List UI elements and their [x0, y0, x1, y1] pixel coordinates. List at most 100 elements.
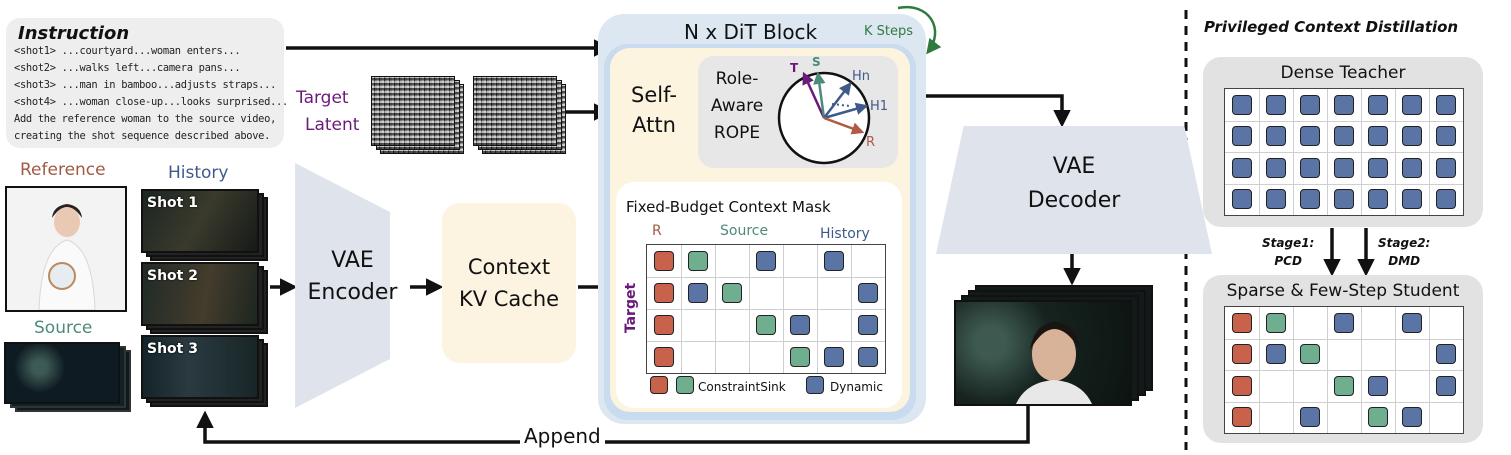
- instruction-line: <shot1> ...courtyard...woman enters...: [14, 45, 241, 57]
- grid-line: [647, 277, 885, 278]
- dynamic-cell: [688, 283, 708, 303]
- vae-encoder-shape: [295, 163, 390, 408]
- dynamic-cell: [824, 251, 844, 271]
- dynamic-cell: [1368, 375, 1388, 396]
- source-cell: [1334, 375, 1354, 396]
- dynamic-cell: [858, 347, 878, 367]
- stage1-line-2: PCD: [1274, 254, 1302, 268]
- reference-cell: [1232, 312, 1252, 333]
- legend-source-swatch: [676, 376, 694, 394]
- rope-T-label: T: [790, 61, 799, 75]
- reference-person-illustration: [7, 188, 125, 310]
- stage1-label: Stage1: PCD: [1262, 234, 1314, 270]
- dynamic-cell: [1300, 94, 1320, 115]
- dynamic-cell: [858, 283, 878, 303]
- vae-decoder-line-2: Decoder: [1027, 188, 1121, 213]
- append-label: Append: [520, 424, 605, 448]
- dynamic-cell: [1266, 344, 1286, 365]
- dynamic-cell: [1334, 94, 1354, 115]
- grid-line: [647, 341, 885, 342]
- rope-clock-diagram: T S Hn H1 R: [777, 56, 888, 165]
- context-kv-cache: Context KV Cache: [442, 203, 576, 363]
- dit-block-title: N x DiT Block: [684, 20, 818, 44]
- target-latent-label-2: Latent: [305, 115, 360, 135]
- self-attn-line-1: Self-: [631, 83, 677, 107]
- reference-image: [5, 186, 127, 312]
- dynamic-cell: [1334, 157, 1354, 178]
- dynamic-cell: [1436, 189, 1456, 210]
- grid-line: [1225, 183, 1463, 185]
- reference-cell: [654, 283, 674, 303]
- vae-encoder-label: VAE Encoder: [295, 245, 410, 309]
- reference-cell: [654, 315, 674, 335]
- stage2-line-1: Stage2:: [1378, 236, 1431, 250]
- mask-history-label: History: [820, 226, 870, 242]
- history-shot-3: Shot 3: [141, 335, 259, 399]
- reference-label: Reference: [20, 160, 106, 180]
- reference-cell: [1232, 375, 1252, 396]
- shot-1-label: Shot 1: [147, 195, 198, 211]
- dynamic-cell: [1436, 375, 1456, 396]
- history-shot-1: Shot 1: [141, 189, 259, 253]
- reference-cell: [1232, 344, 1252, 365]
- source-label: Source: [34, 318, 93, 338]
- grid-line: [647, 309, 885, 310]
- dynamic-cell: [1334, 126, 1354, 147]
- grid-line: [1225, 401, 1463, 403]
- mask-target-label: Target: [623, 282, 640, 334]
- vae-encoder-line-2: Encoder: [307, 280, 398, 305]
- pcd-title: Privileged Context Distillation: [1204, 18, 1459, 36]
- source-frame: [4, 342, 120, 404]
- rope-line-2: Aware: [710, 96, 764, 116]
- latent-noise-frame: [473, 76, 557, 146]
- output-person-illustration: [1016, 322, 1092, 404]
- k-steps-loop: [897, 5, 942, 55]
- rope-label: Role- Aware ROPE: [700, 66, 774, 147]
- dynamic-cell: [1232, 94, 1252, 115]
- instruction-line: <shot4> ...woman close-up...looks surpri…: [14, 96, 288, 108]
- kv-cache-line-2: KV Cache: [458, 287, 560, 311]
- context-mask-grid: [646, 244, 886, 374]
- shot-2-label: Shot 2: [147, 268, 198, 284]
- output-video-frame: [954, 300, 1132, 406]
- mask-source-label: Source: [720, 223, 769, 239]
- instruction-line: creating the shot sequence described abo…: [14, 130, 271, 142]
- instruction-title: Instruction: [18, 23, 130, 44]
- history-label: History: [168, 163, 229, 183]
- dynamic-cell: [1266, 189, 1286, 210]
- k-steps-label: K Steps: [864, 24, 914, 39]
- dynamic-cell: [1436, 94, 1456, 115]
- dynamic-cell: [1300, 126, 1320, 147]
- source-cell: [756, 315, 776, 335]
- rope-R-label: R: [866, 135, 875, 150]
- reference-cell: [654, 347, 674, 367]
- latent-noise-frame: [371, 76, 455, 146]
- dynamic-cell: [1402, 126, 1422, 147]
- dynamic-cell: [1402, 94, 1422, 115]
- dynamic-cell: [1300, 407, 1320, 428]
- vae-decoder-label: VAE Decoder: [936, 150, 1212, 218]
- student-grid: [1224, 306, 1464, 434]
- dynamic-cell: [1232, 157, 1252, 178]
- source-cell: [1368, 407, 1388, 428]
- stage2-line-2: DMD: [1388, 254, 1421, 268]
- mask-title: Fixed-Budget Context Mask: [626, 198, 831, 216]
- student-label: Sparse & Few-Step Student: [1226, 281, 1460, 301]
- dense-teacher-grid: [1224, 88, 1464, 216]
- dynamic-cell: [790, 315, 810, 335]
- dynamic-cell: [1436, 126, 1456, 147]
- vae-encoder-line-1: VAE: [331, 248, 374, 273]
- dynamic-cell: [1368, 157, 1388, 178]
- dynamic-cell: [1266, 126, 1286, 147]
- stage1-line-1: Stage1:: [1262, 236, 1315, 250]
- rope-line-3: ROPE: [713, 123, 761, 143]
- grid-line: [1225, 338, 1463, 340]
- dynamic-cell: [1334, 189, 1354, 210]
- rope-Hn-label: Hn: [852, 69, 870, 84]
- dynamic-cell: [1266, 157, 1286, 178]
- legend-constraint-sink: ConstraintSink: [698, 380, 786, 394]
- dynamic-cell: [1232, 189, 1252, 210]
- legend-dynamic: Dynamic: [830, 380, 883, 394]
- arrow-dit-to-decoder: [912, 94, 1071, 128]
- dynamic-cell: [1402, 189, 1422, 210]
